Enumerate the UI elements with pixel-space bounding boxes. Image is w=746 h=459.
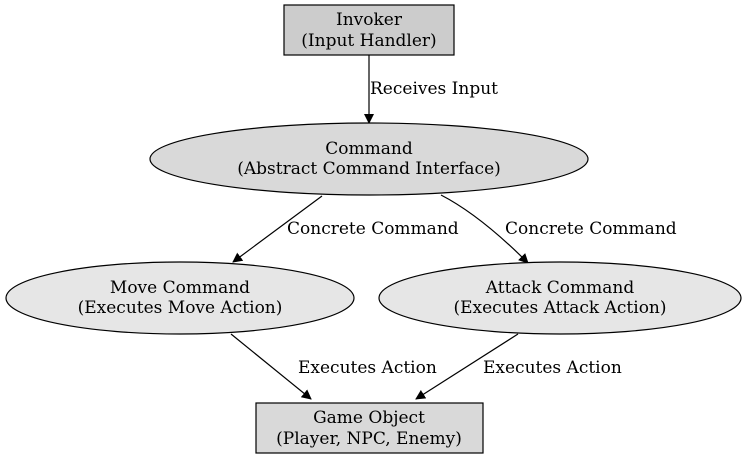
edge-label-concrete-command-left: Concrete Command [287,219,459,239]
edge-command-to-move: Concrete Command [232,195,459,263]
edge-label-executes-action-right: Executes Action [483,358,622,378]
node-move-command-title: Move Command [110,278,250,298]
edge-move-to-game-object: Executes Action [230,333,437,400]
node-move-command: Move Command (Executes Move Action) [5,261,355,335]
node-invoker: Invoker (Input Handler) [283,4,455,56]
edge-line-move-gameobject [230,333,312,400]
node-command-title: Command [325,139,413,159]
node-game-object-subtitle: (Player, NPC, Enemy) [276,429,462,449]
edge-label-executes-action-left: Executes Action [298,358,437,378]
node-command-subtitle: (Abstract Command Interface) [237,159,501,179]
node-attack-command: Attack Command (Executes Attack Action) [378,261,742,335]
node-game-object-title: Game Object [313,408,425,428]
edge-label-concrete-command-right: Concrete Command [505,219,677,239]
node-command: Command (Abstract Command Interface) [149,122,589,196]
node-invoker-subtitle: (Input Handler) [301,31,436,51]
edge-attack-to-game-object: Executes Action [415,333,622,400]
edge-line-attack-gameobject [415,333,519,400]
node-attack-command-title: Attack Command [485,278,635,298]
node-invoker-title: Invoker [336,10,403,30]
node-game-object: Game Object (Player, NPC, Enemy) [255,402,484,454]
edge-line-command-move [232,195,323,263]
node-move-command-ellipse [5,261,355,335]
node-attack-command-ellipse [378,261,742,335]
edge-line-command-attack [440,194,529,264]
edge-command-to-attack: Concrete Command [440,194,677,264]
node-game-object-box [255,402,484,454]
edge-invoker-to-command: Receives Input [364,55,498,124]
node-invoker-box [283,4,455,56]
node-attack-command-subtitle: (Executes Attack Action) [453,298,666,318]
node-command-ellipse [149,122,589,196]
edge-label-receives-input: Receives Input [370,79,498,99]
node-move-command-subtitle: (Executes Move Action) [78,298,283,318]
